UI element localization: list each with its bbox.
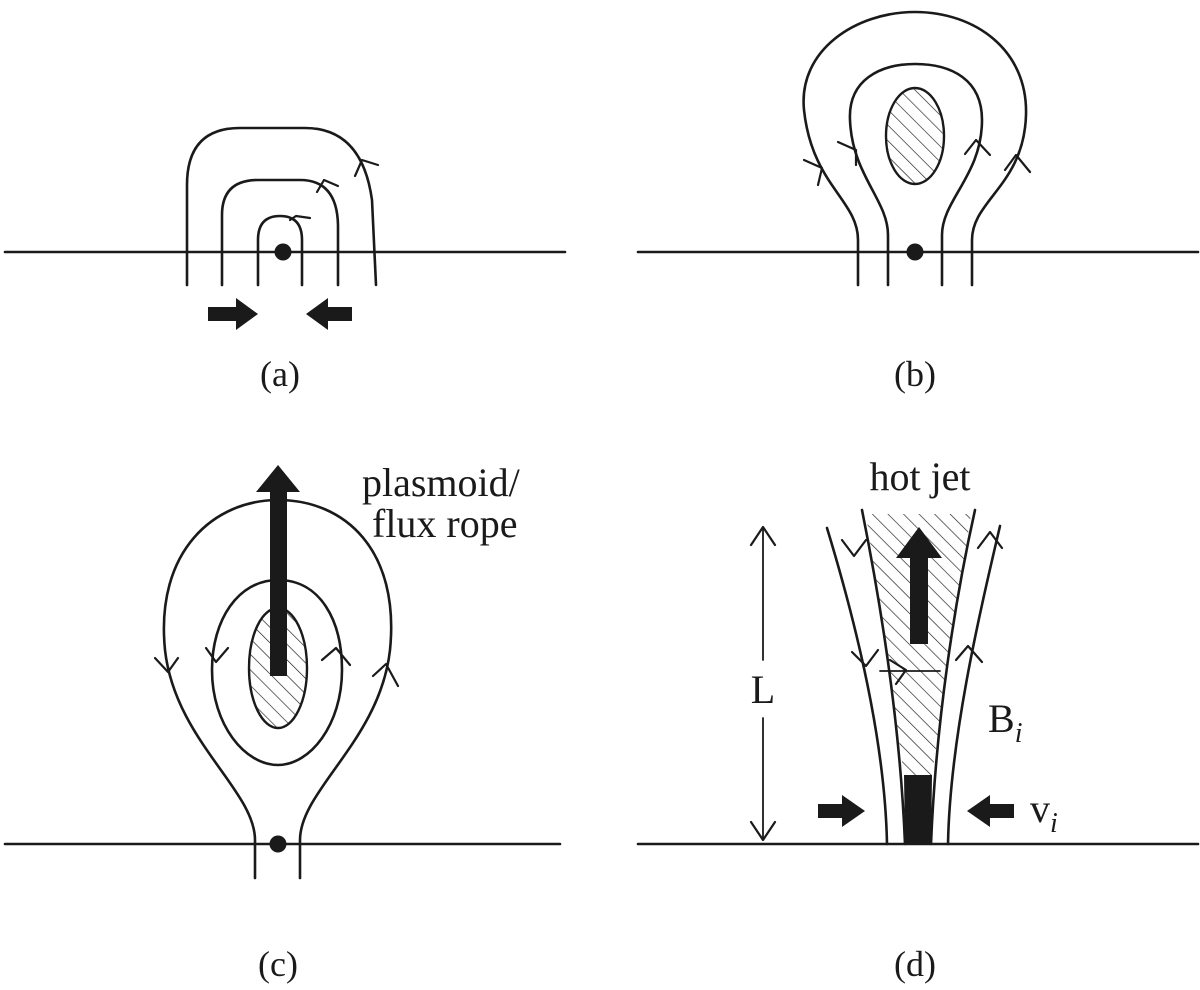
panel-c-direction-tick	[204, 646, 230, 664]
panel-d-current-sheet	[904, 775, 932, 844]
panel-d-label: (d)	[894, 944, 936, 984]
panel-a-inflow-arrow-right	[208, 298, 258, 330]
panel-d-field-line-right-inner	[929, 508, 977, 846]
panel-c: plasmoid/ flux rope (c)	[3, 460, 562, 984]
panel-d-length-arrowhead-top	[749, 525, 777, 547]
panel-d-length-label: L	[751, 667, 775, 712]
panel-d-field-subscript: i	[1015, 718, 1023, 749]
panel-d-direction-tick	[976, 530, 1004, 550]
panel-d-direction-tick	[840, 538, 868, 558]
panel-d-jet-arrow-head	[896, 527, 942, 558]
panel-d-length-arrowhead-bottom	[749, 820, 777, 842]
panel-a-outer-field-line	[185, 126, 378, 287]
panel-d-direction-tick	[850, 648, 880, 668]
panel-d-inflow-arrow-right	[818, 795, 865, 827]
panel-b-direction-tick	[963, 138, 992, 157]
panel-d-velocity-symbol: v	[1030, 786, 1050, 831]
panel-c-label: (c)	[258, 944, 298, 984]
panel-a-direction-tick	[315, 178, 340, 194]
panel-d-velocity-label: vi	[1030, 786, 1058, 839]
panel-a-inflow-arrow-left	[306, 298, 352, 330]
panel-d-field-label: Bi	[988, 696, 1022, 749]
panel-b: (b)	[636, 10, 1200, 394]
panel-d-jet-arrow-shaft	[910, 556, 928, 644]
panel-d-direction-tick	[954, 644, 984, 664]
panel-c-direction-tick	[153, 656, 180, 674]
panel-a-label: (a)	[260, 354, 300, 394]
panel-b-direction-tick	[1003, 153, 1032, 174]
panel-d-field-line-right-outer	[946, 524, 1002, 846]
panel-d-direction-tick	[888, 658, 908, 686]
panel-d-inflow-arrow-left	[967, 795, 1014, 827]
panel-c-annotation-line2: flux rope	[372, 501, 518, 546]
panel-d-velocity-subscript: i	[1050, 808, 1058, 839]
panel-d: L hot jet Bi vi (d)	[636, 454, 1200, 984]
panel-c-annotation-line1: plasmoid/	[362, 460, 521, 505]
panel-b-plasmoid	[884, 86, 946, 186]
panel-d-hot-jet-region	[866, 514, 971, 775]
panel-b-direction-tick	[802, 158, 824, 187]
panel-a-x-point	[274, 243, 292, 261]
panel-a: (a)	[3, 126, 567, 394]
panel-b-inner-field-line	[848, 62, 984, 287]
panel-c-direction-tick	[371, 662, 400, 688]
panel-d-field-line-left-inner	[860, 508, 907, 846]
panel-a-direction-tick	[353, 158, 380, 178]
panel-d-field-symbol: B	[988, 696, 1015, 741]
panel-b-direction-tick	[836, 140, 858, 167]
panel-c-ejection-arrow-shaft	[270, 488, 287, 676]
panel-a-inner-field-line	[256, 214, 304, 287]
panel-a-direction-tick	[288, 214, 312, 222]
panel-a-middle-field-line	[220, 178, 340, 287]
panel-c-x-point	[269, 835, 287, 853]
panel-d-annotation-title: hot jet	[869, 454, 970, 499]
panel-b-x-point	[906, 243, 924, 261]
panel-c-inner-field-line	[210, 578, 344, 767]
panel-c-direction-tick	[320, 646, 352, 667]
panel-d-field-line-left-outer	[825, 526, 889, 846]
panel-b-label: (b)	[894, 354, 936, 394]
panel-c-ejection-arrow-head	[256, 465, 300, 492]
